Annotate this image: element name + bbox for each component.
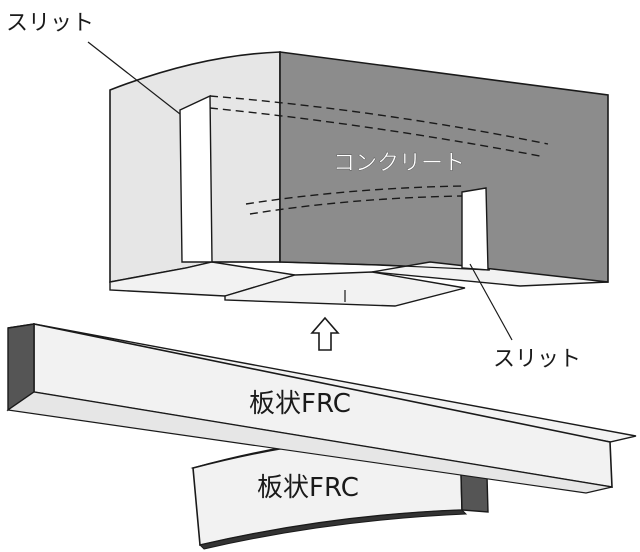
label-concrete: コンクリート [333,151,465,176]
frc-plate-upper-bottom [6,391,613,494]
slit-left-opening [179,94,213,263]
center-recess-face [224,271,466,307]
hidden-line-low-1 [245,185,463,205]
hidden-line-top-2 [209,107,541,157]
label-slit-top-left: スリット [6,11,94,36]
slit-right-opening [461,187,489,271]
label-frc-plate-upper: 板状FRC [249,389,351,419]
leader-lines [87,41,513,341]
hidden-slit-lines [209,95,549,215]
slit-right [461,187,489,271]
leader-slit-top-left [87,41,181,115]
concrete-bottom-seam [212,261,491,271]
hidden-line-low-2 [249,195,463,215]
concrete-bottom-ledge-right [371,261,609,287]
label-frc-plate-lower: 板状FRC [257,473,359,503]
slit-left [179,94,213,263]
up-arrow-icon [310,316,340,351]
label-slit-bottom-right: スリット [493,347,581,372]
center-recess [224,271,466,307]
concrete-block [109,51,609,297]
frc-plate-lower-bottom-edge [199,509,468,550]
leader-slit-bottom-right [469,263,513,341]
frc-plate-upper [6,323,637,494]
hidden-line-top-1 [209,95,549,145]
